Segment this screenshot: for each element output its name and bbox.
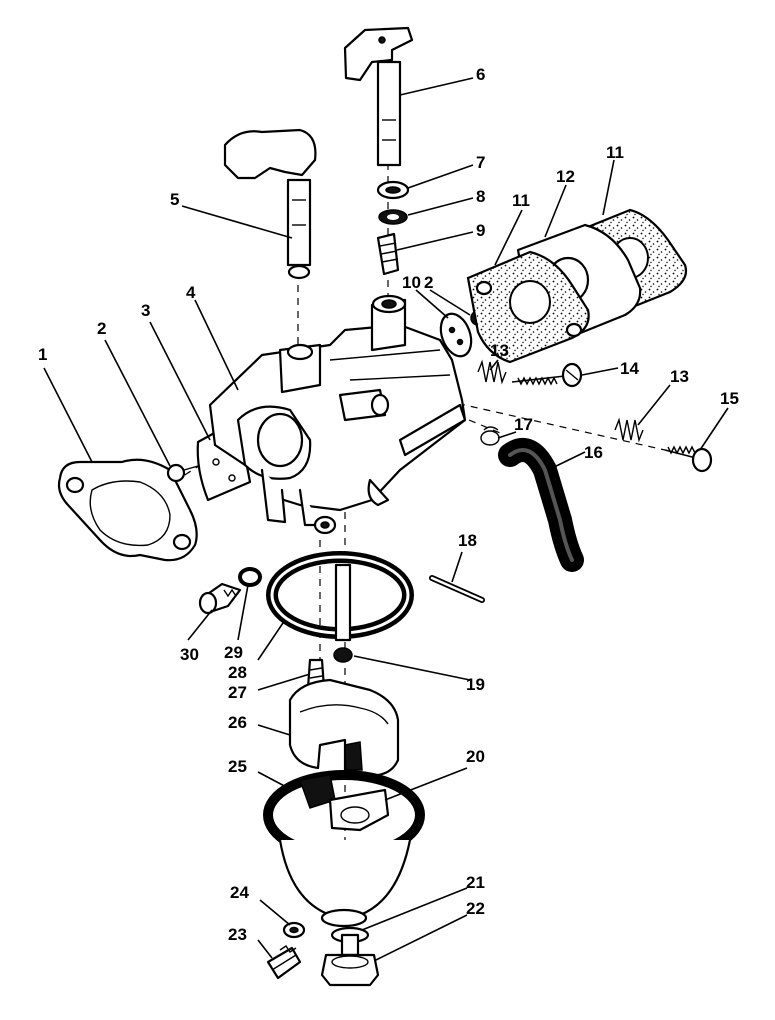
label-part-22: 22 xyxy=(466,899,485,918)
part-2-screw-left xyxy=(166,463,199,483)
label-part-13-upper: 13 xyxy=(490,341,509,360)
label-part-8: 8 xyxy=(476,187,485,206)
label-part-16: 16 xyxy=(584,443,603,462)
label-part-15: 15 xyxy=(720,389,739,408)
part-labels: 1 2 3 4 5 6 7 8 9 10 11 11 12 2 13 14 13… xyxy=(38,65,739,944)
label-part-4: 4 xyxy=(186,283,196,302)
label-part-10: 10 xyxy=(402,273,421,292)
part-4-carburetor-body xyxy=(208,294,467,535)
part-10-throttle-plate xyxy=(439,312,473,358)
part-22-bowl-nut xyxy=(320,953,380,987)
label-part-29: 29 xyxy=(224,643,243,662)
label-part-2-right: 2 xyxy=(424,273,433,292)
part-14-idle-screw xyxy=(511,362,583,388)
label-part-17: 17 xyxy=(514,415,533,434)
label-part-25: 25 xyxy=(228,757,247,776)
part-23-drain-screw xyxy=(266,945,302,980)
part-21-washer xyxy=(330,926,370,957)
part-1-gasket xyxy=(57,458,198,562)
label-part-3: 3 xyxy=(141,301,150,320)
part-11-gasket-front xyxy=(466,250,590,364)
label-part-14: 14 xyxy=(620,359,639,378)
part-18-pin xyxy=(429,575,485,603)
part-26-float xyxy=(288,678,400,777)
part-13-spring-upper xyxy=(477,359,507,385)
part-6-throttle-shaft xyxy=(343,26,414,167)
label-part-9: 9 xyxy=(476,221,485,240)
label-part-11-front: 11 xyxy=(512,191,530,210)
part-16-fuel-line xyxy=(498,438,584,572)
part-25-fuel-bowl xyxy=(263,770,425,928)
part-5-choke-shaft xyxy=(223,128,317,280)
part-29-washer xyxy=(238,567,262,587)
part-19-needle xyxy=(333,563,353,663)
label-part-21: 21 xyxy=(466,873,485,892)
part-7-washer xyxy=(376,180,410,200)
label-part-5: 5 xyxy=(170,190,179,209)
label-part-24: 24 xyxy=(230,883,249,902)
label-part-20: 20 xyxy=(466,747,485,766)
part-9-screw xyxy=(376,232,400,276)
leader-lines xyxy=(43,77,729,961)
label-part-13-lower: 13 xyxy=(670,367,689,386)
label-part-28: 28 xyxy=(228,663,247,682)
label-part-2-left: 2 xyxy=(97,319,106,338)
label-part-12: 12 xyxy=(556,167,575,186)
part-13-spring-lower xyxy=(614,417,644,443)
label-part-19: 19 xyxy=(466,675,485,694)
label-part-6: 6 xyxy=(476,65,485,84)
part-20-float-pin xyxy=(328,788,390,832)
part-30-jet-screw xyxy=(198,582,242,615)
label-part-23: 23 xyxy=(228,925,247,944)
label-part-27: 27 xyxy=(228,683,247,702)
part-8-seal xyxy=(378,209,408,225)
label-part-11-rear: 11 xyxy=(606,143,624,162)
label-part-1: 1 xyxy=(38,345,47,364)
label-part-7: 7 xyxy=(476,153,485,172)
label-part-26: 26 xyxy=(228,713,247,732)
part-24-washer xyxy=(282,921,306,939)
label-part-18: 18 xyxy=(458,531,477,550)
label-part-30: 30 xyxy=(180,645,199,664)
part-17-clip xyxy=(480,426,500,446)
part-15-screw xyxy=(664,445,713,473)
